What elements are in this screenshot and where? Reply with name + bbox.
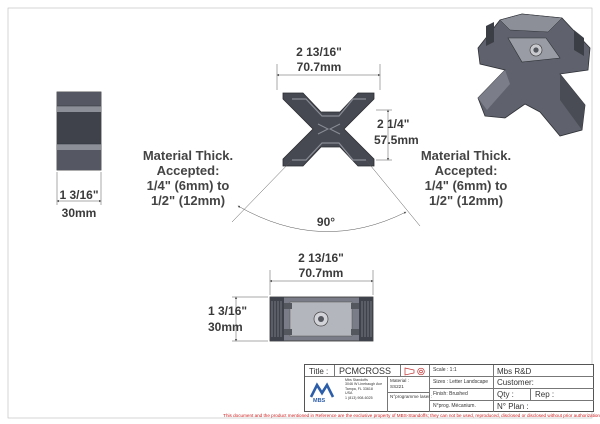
note-right-line-2: Accepted: [435,163,498,178]
top-height-mm: 30mm [208,320,243,334]
material-label: Material : [390,378,409,383]
top-width-dimension: 2 13/16" 70.7mm [269,251,374,295]
sizes-label: Sizes : Letter Landscape [433,379,489,385]
isometric-view [477,13,591,137]
top-height-dimension: 1 3/16" 30mm [208,296,268,342]
side-view [56,91,102,171]
material-value: SS221 [390,384,404,389]
note-right-line-3: 1/4" (6mm) to [425,178,508,193]
angle-value: 90° [317,215,335,229]
scale-label: Scale : 1:1 [433,367,457,373]
note-left-line-3: 1/4" (6mm) to [147,178,230,193]
front-view-x-shape [282,92,375,167]
material-note-left: Material Thick. Accepted: 1/4" (6mm) to … [143,148,233,208]
confidentiality-note: This document and the product mentioned … [223,413,600,418]
qty-label: Qty : [497,390,514,399]
material-note-right: Material Thick. Accepted: 1/4" (6mm) to … [421,148,511,208]
customer-label: Customer: [497,378,534,387]
title-label: Title : [309,367,329,376]
address-line-3: Tampa, FL 33618 [345,386,373,391]
company-address: Mbs Standoffs 3046 W Linebaugh Ave Tampa… [345,378,382,400]
note-left-line-1: Material Thick. [143,148,233,163]
projection-symbol-icon [404,367,425,376]
note-left-line-2: Accepted: [157,163,220,178]
front-height-inch: 2 1/4" [377,117,409,131]
svg-text:MBS: MBS [313,398,326,403]
front-height-mm: 57.5mm [374,133,419,147]
title-value: PCMCROSS [339,366,392,376]
laser-program-label: N°programme laser : [390,394,433,399]
front-width-inch: 2 13/16" [296,45,342,59]
company-logo: MBS [309,382,335,403]
address-line-5: 1 (813) 908-6025 [345,395,373,400]
side-width-dimension: 1 3/16" 30mm [56,172,102,220]
top-height-inch: 1 3/16" [208,304,247,318]
top-width-mm: 70.7mm [299,266,344,280]
sheet-border [7,7,593,419]
title-block: Title : PCMCROSS MBS Mbs Standoffs 3046 … [304,364,594,412]
note-left-line-4: 1/2" (12mm) [151,193,225,208]
front-height-dimension: 2 1/4" 57.5mm [374,109,419,161]
mecanium-program-label: N°prog. Mécanium. [433,403,476,409]
side-width-mm: 30mm [62,206,97,220]
rep-label: Rep : [535,390,555,399]
note-right-line-4: 1/2" (12mm) [429,193,503,208]
front-width-mm: 70.7mm [297,60,342,74]
top-width-inch: 2 13/16" [298,251,344,265]
top-view [269,296,374,342]
side-width-inch: 1 3/16" [59,188,98,202]
note-right-line-1: Material Thick. [421,148,511,163]
address-line-4: USA [345,391,353,396]
company-name: Mbs R&D [497,367,532,376]
plan-number-label: N° Plan : [497,402,529,411]
address-line-1: Mbs Standoffs [345,378,368,382]
front-width-dimension: 2 13/16" 70.7mm [276,45,381,90]
finish-label: Finish: Brushed [433,391,468,397]
angle-dimension: 90° [231,159,421,232]
address-line-2: 3046 W Linebaugh Ave [345,382,383,387]
